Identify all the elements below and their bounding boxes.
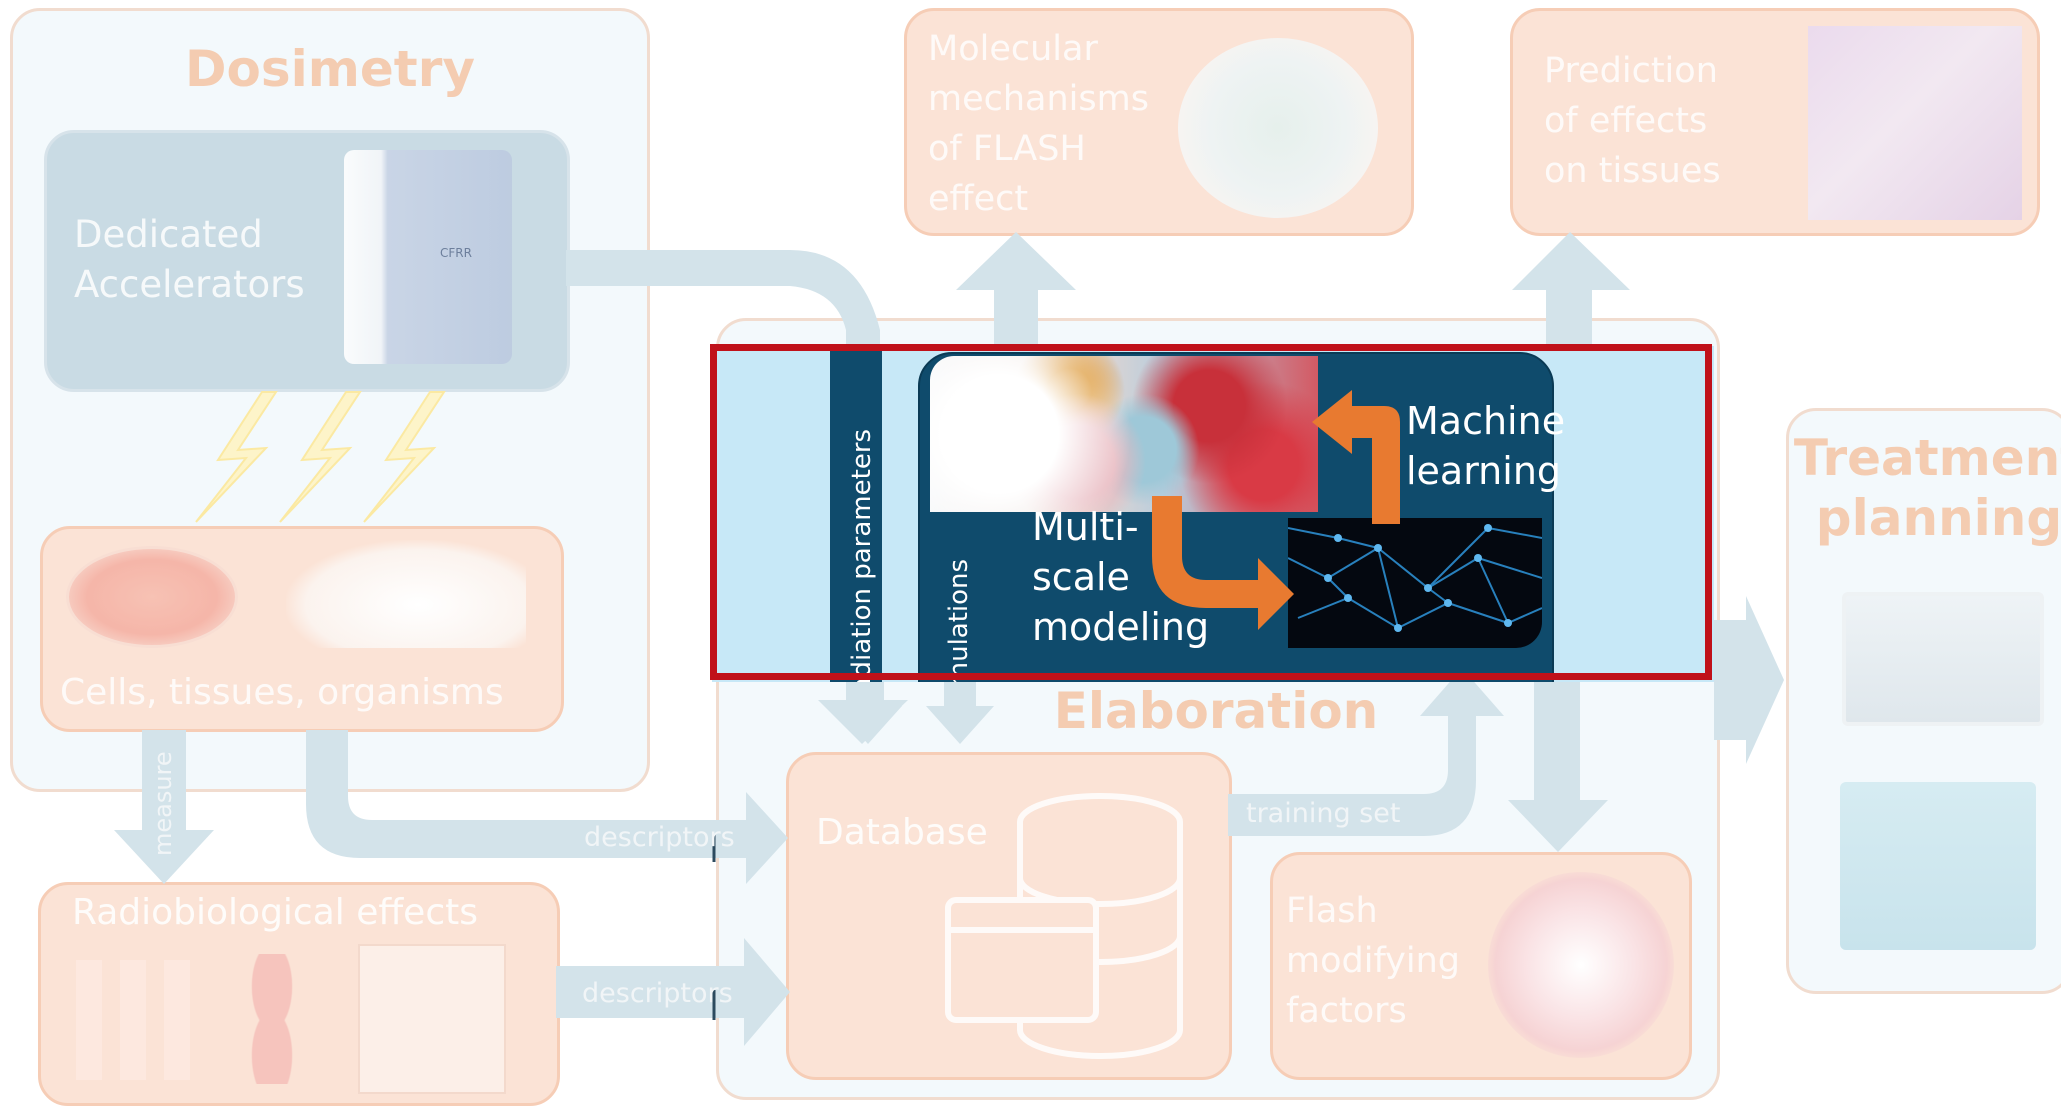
multiscale-modeling-label: Multi- scale modeling [1032,505,1210,649]
prediction-label: Prediction of effects on tissues [1544,51,1721,191]
highlight-frame [710,344,1712,680]
tumor-image [1488,872,1674,1058]
elaboration-title: Elaboration [1053,682,1379,740]
down-arrow-simulations [926,680,994,744]
up-arrow-molecular [956,232,1076,350]
device-brand: CFRR [440,246,472,260]
irradiation-pipe [830,346,882,682]
measure-arrow [114,730,214,884]
right-arrow-treatment [1714,596,1784,764]
highlight-region: Irradiation parameters simulations [712,346,1714,682]
linac-image [1840,782,2036,950]
petri-dish-image [66,546,238,648]
descriptors-label-bottom: descriptors [582,978,733,1009]
cell-image [1178,38,1378,218]
feedback-arrows [1152,390,1400,630]
radiobiological-title: Radiobiological effects [72,892,478,933]
training-set-arrow [1228,668,1504,836]
dosimetry-title: Dosimetry [185,40,475,98]
treatment-title: Treatment planning [1793,429,2061,547]
cells-label: Cells, tissues, organisms [60,672,504,713]
lightning-icon [363,391,446,523]
molecular-collage-image [930,356,1318,512]
machine-learning-arrow [1312,390,1400,524]
down-arrow-flash [1508,680,1608,852]
monitor-image [1842,592,2044,726]
lightning-icon [279,391,362,523]
neural-network-image [1288,518,1542,648]
accelerator-device-image [344,150,512,364]
database-label: Database [816,812,988,853]
mouse-image [286,540,526,648]
modeling-arrow [1152,496,1294,630]
up-arrow-prediction [1512,232,1630,350]
machine-learning-label: Machine learning [1406,399,1566,493]
lightning-icon [195,391,278,523]
accelerators-label: Dedicated Accelerators [74,213,305,306]
down-arrow-irradiation [834,680,902,744]
training-set-label: training set [1246,798,1401,829]
dishes-image [226,954,318,1084]
flash-label: Flash modifying factors [1286,891,1460,1031]
network-graph-icon [1288,524,1542,632]
descriptors-arrow-2 [556,938,790,1046]
molecular-label: Molecular mechanisms of FLASH effect [928,29,1149,219]
test-tubes-image [76,960,206,1080]
descriptors-arrow [306,730,788,884]
descriptors-label-top: descriptors [584,822,735,853]
tissue-image [1808,26,2022,220]
maze-image [358,944,506,1094]
